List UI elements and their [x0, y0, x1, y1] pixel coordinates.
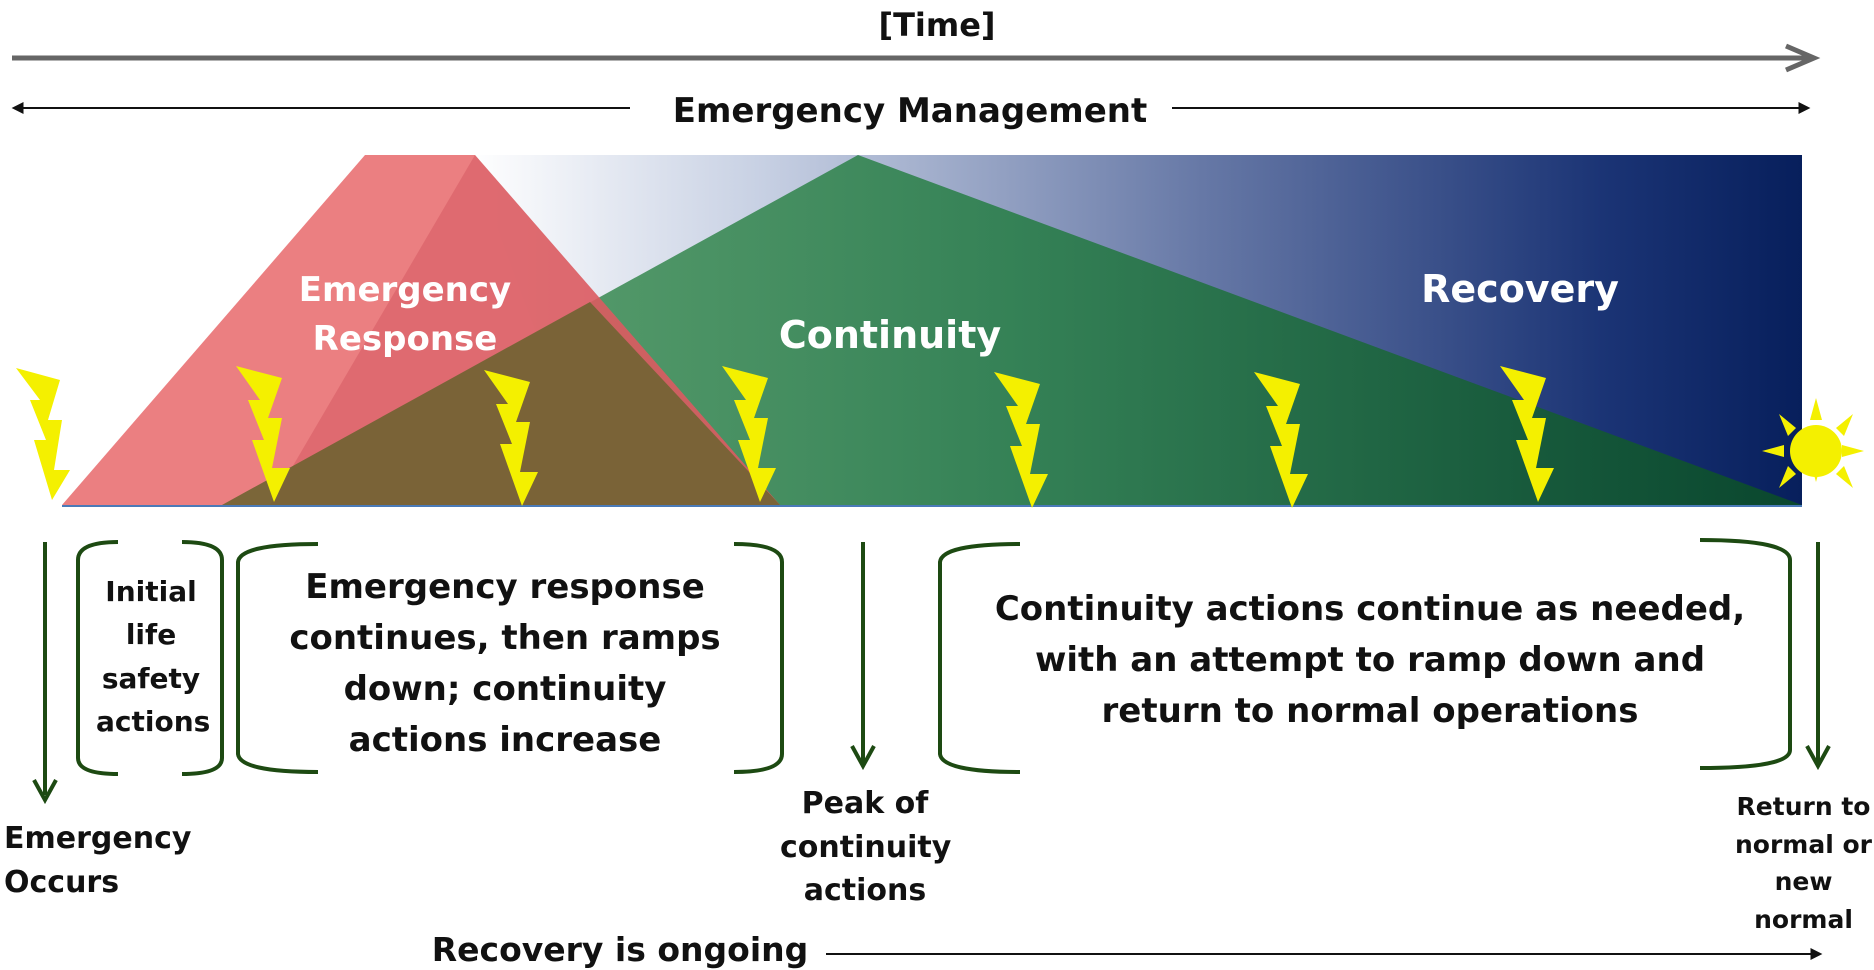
lightning-bolt-icon: [236, 366, 290, 502]
down-arrows: [32, 542, 1831, 805]
time-label: [Time]: [878, 6, 996, 44]
continuity-label: Continuity: [778, 313, 1002, 357]
lightning-bolt-icons: [16, 366, 1554, 508]
lightning-bolt-icon: [1500, 366, 1554, 502]
response-continues-label: Emergency response continues, then ramps…: [289, 567, 721, 760]
return-to-normal-label: Return to normal or new normal: [1735, 792, 1872, 934]
recovery-ongoing-label: Recovery is ongoing: [431, 930, 809, 969]
emergency-occurs-label: Emergency Occurs: [4, 821, 192, 900]
overlap-area: [222, 302, 780, 505]
emergency-response-label: Emergency Response: [298, 270, 512, 360]
initial-life-safety-label: Initial life safety actions: [96, 575, 211, 739]
recovery-label: Recovery: [1421, 267, 1619, 311]
sun-icon: [1762, 398, 1864, 488]
brackets: [76, 538, 1792, 776]
peak-of-continuity-label: Peak of continuity actions: [780, 786, 952, 908]
lightning-bolt-icon: [16, 368, 70, 500]
lightning-bolt-icon: [722, 366, 776, 502]
lightning-bolt-icon: [1254, 372, 1308, 508]
lightning-bolt-icon: [994, 372, 1048, 508]
emergency-management-label: Emergency Management: [672, 91, 1148, 131]
time-arrow: [12, 43, 1821, 73]
continuity-continues-label: Continuity actions continue as needed, w…: [994, 589, 1746, 731]
lightning-bolt-icon: [484, 370, 538, 506]
